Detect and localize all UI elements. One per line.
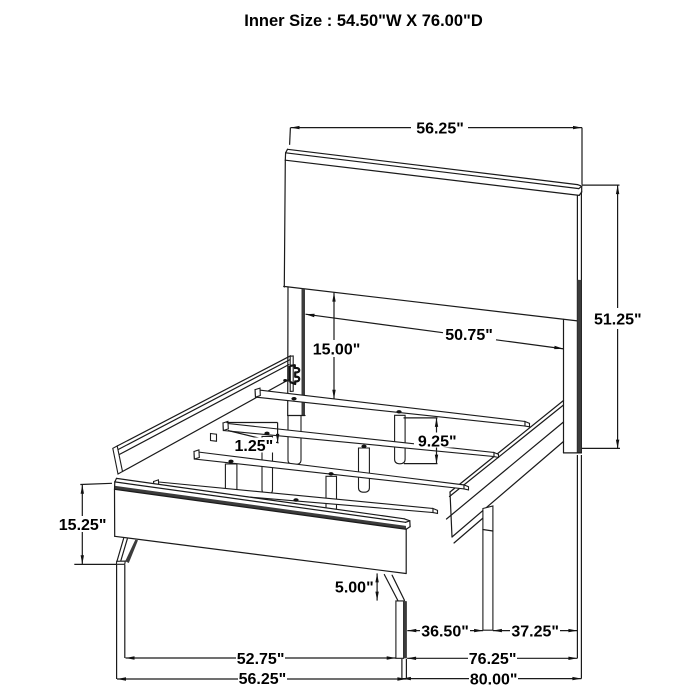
svg-text:56.25": 56.25": [239, 671, 287, 688]
svg-text:80.00": 80.00": [470, 671, 518, 688]
svg-text:1.25": 1.25": [235, 438, 274, 455]
svg-text:76.25": 76.25": [469, 651, 517, 668]
svg-text:50.75": 50.75": [445, 327, 493, 344]
svg-text:56.25": 56.25": [416, 120, 464, 137]
svg-text:5.00": 5.00": [335, 580, 374, 597]
svg-text:15.00": 15.00": [313, 342, 361, 359]
svg-text:Inner Size : 54.50"W X 76.00"D: Inner Size : 54.50"W X 76.00"D: [244, 12, 483, 30]
svg-text:15.25": 15.25": [59, 517, 107, 534]
svg-text:37.25": 37.25": [511, 624, 559, 641]
svg-text:51.25": 51.25": [594, 311, 642, 328]
svg-text:52.75": 52.75": [237, 651, 285, 668]
svg-text:36.50": 36.50": [421, 624, 469, 641]
svg-text:9.25": 9.25": [418, 434, 457, 451]
